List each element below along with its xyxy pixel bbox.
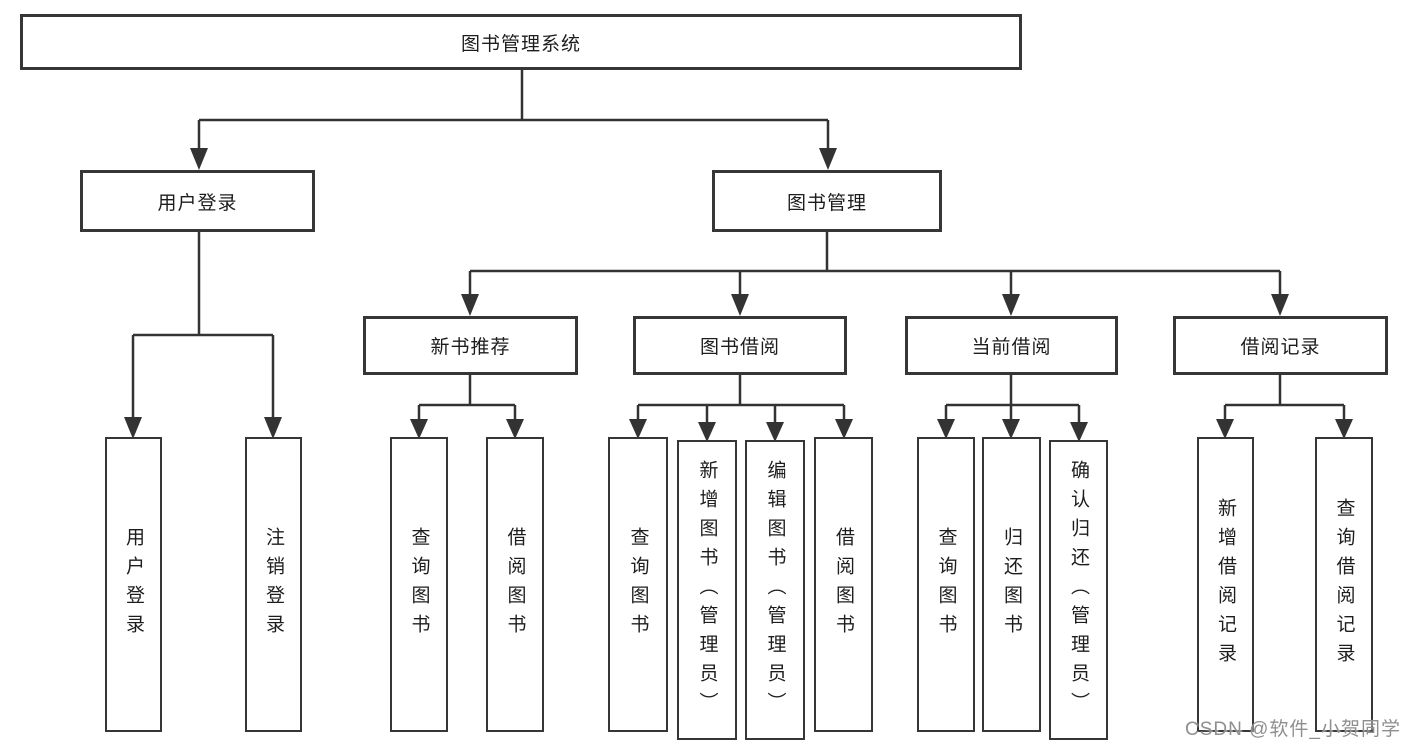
leaf-borrow-books-2: 借阅图书 [814,437,873,732]
node-book-borrow-label: 图书借阅 [699,337,780,358]
leaf-borrow-books-1: 借阅图书 [486,437,544,732]
leaf-confirm-return-admin: 确认归还（管理员） [1049,440,1108,740]
leaf-confirm-return-admin-label: 确认归还（管理员） [1068,459,1089,721]
leaf-logout: 注销登录 [245,437,302,732]
node-book-management-label: 图书管理 [786,192,867,214]
leaf-logout-label: 注销登录 [263,526,284,643]
node-borrow-records: 借阅记录 [1173,316,1388,375]
node-book-management: 图书管理 [712,170,942,232]
node-user-login-label: 用户登录 [157,192,238,214]
node-new-book-recommend: 新书推荐 [363,316,578,375]
node-root: 图书管理系统 [20,14,1022,70]
leaf-query-books-2: 查询图书 [608,437,668,732]
leaf-borrow-books-2-label: 借阅图书 [833,526,854,643]
node-borrow-records-label: 借阅记录 [1240,337,1321,358]
leaf-query-books-1-label: 查询图书 [408,526,430,643]
watermark: CSDN @软件_小贺同学 [1185,719,1401,740]
leaf-return-books: 归还图书 [982,437,1041,732]
node-new-book-recommend-label: 新书推荐 [430,337,511,358]
leaf-add-borrow-record: 新增借阅记录 [1197,437,1254,732]
node-current-borrow-label: 当前借阅 [971,337,1052,358]
node-user-login: 用户登录 [80,170,315,232]
leaf-add-borrow-record-label: 新增借阅记录 [1215,497,1236,672]
leaf-borrow-books-1-label: 借阅图书 [504,526,526,643]
node-book-borrow: 图书借阅 [633,316,847,375]
leaf-add-books-admin: 新增图书（管理员） [677,440,737,740]
leaf-query-borrow-record: 查询借阅记录 [1315,437,1373,732]
leaf-user-login: 用户登录 [105,437,162,732]
leaf-query-books-1: 查询图书 [390,437,448,732]
leaf-return-books-label: 归还图书 [1001,526,1022,643]
leaf-add-books-admin-label: 新增图书（管理员） [696,459,718,721]
leaf-query-books-3: 查询图书 [917,437,975,732]
node-current-borrow: 当前借阅 [905,316,1118,375]
leaf-query-borrow-record-label: 查询借阅记录 [1333,497,1355,672]
leaf-edit-books-admin-label: 编辑图书（管理员） [764,459,786,721]
leaf-user-login-label: 用户登录 [123,526,144,643]
leaf-query-books-3-label: 查询图书 [935,526,957,643]
leaf-edit-books-admin: 编辑图书（管理员） [745,440,805,740]
leaf-query-books-2-label: 查询图书 [627,526,649,643]
node-root-label: 图书管理系统 [460,33,581,55]
